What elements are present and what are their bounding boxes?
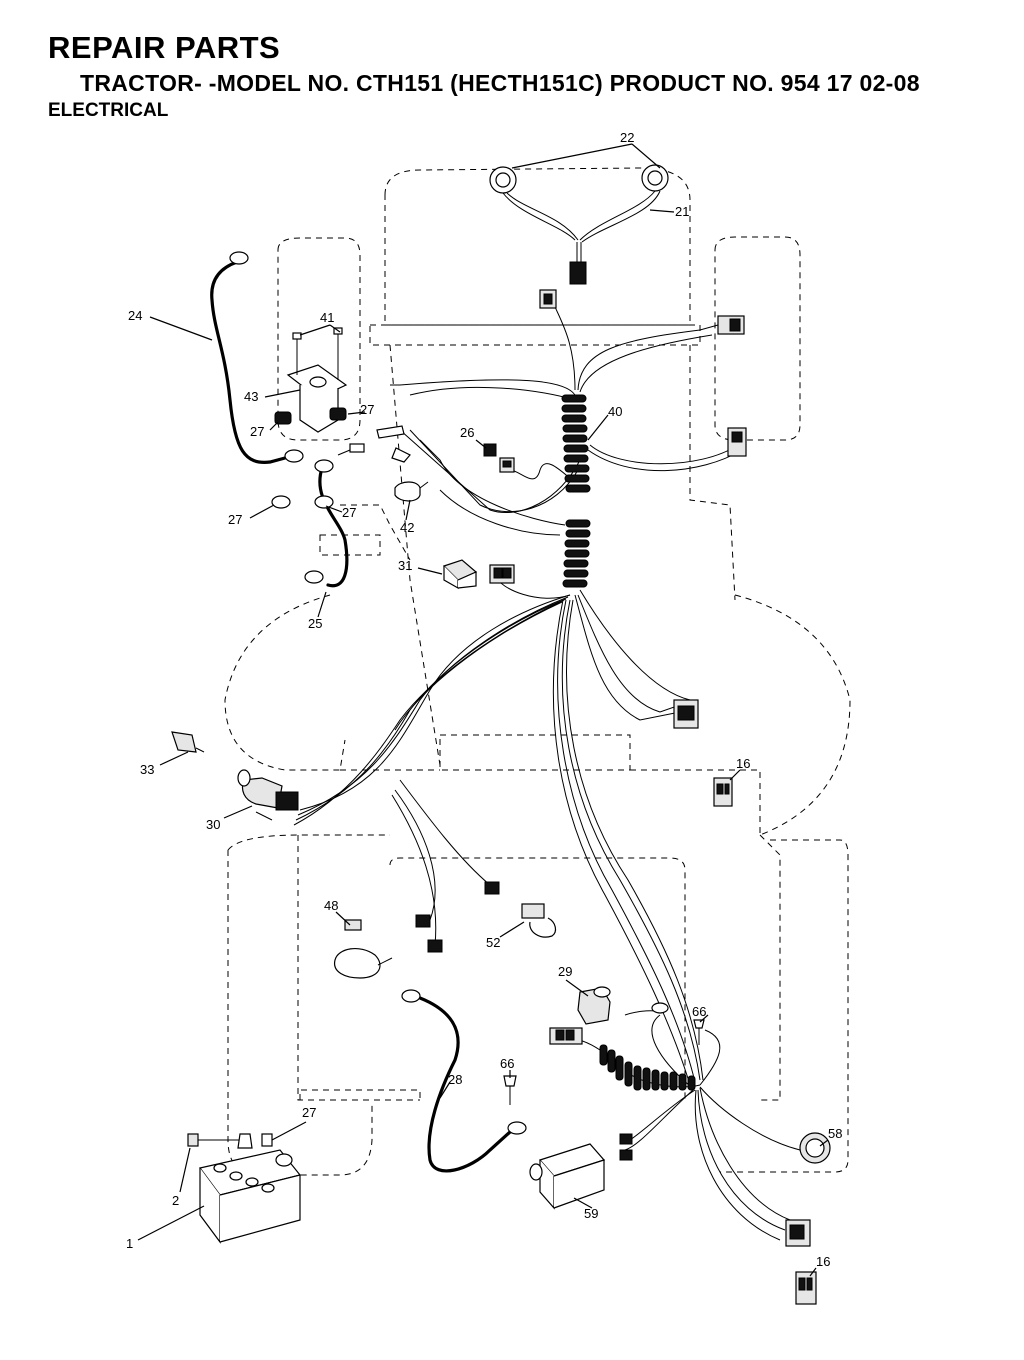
tractor-outline xyxy=(224,167,851,1176)
section-title: ELECTRICAL xyxy=(48,100,169,121)
washer-27-c xyxy=(271,495,291,509)
connector-spade-a xyxy=(484,881,500,895)
callout-30: 30 xyxy=(206,817,220,832)
callout-26: 26 xyxy=(460,425,474,440)
callout-41: 41 xyxy=(320,310,334,325)
connector-26 xyxy=(483,443,515,473)
ignition-switch-30 xyxy=(237,769,299,821)
leader-lines xyxy=(137,143,829,1277)
callout-22: 22 xyxy=(620,130,634,145)
harness-coil-lower xyxy=(562,519,591,588)
switch-16-upper xyxy=(713,777,733,807)
starter-cable-25 xyxy=(304,443,365,588)
screw-66-a xyxy=(693,1019,705,1045)
callout-28: 28 xyxy=(448,1072,462,1087)
switch-29 xyxy=(549,986,611,1045)
ignition-key-33 xyxy=(171,731,205,753)
nut-27-a xyxy=(274,411,292,425)
battery-1 xyxy=(198,1149,302,1244)
nut-27-b xyxy=(329,407,347,421)
callout-27-b: 27 xyxy=(250,424,264,439)
callout-16-a: 16 xyxy=(736,756,750,771)
connector-upper-center xyxy=(539,289,557,309)
relay-31 xyxy=(442,559,478,590)
callout-25: 25 xyxy=(308,616,322,631)
part-58-plug xyxy=(799,1132,831,1164)
callout-31: 31 xyxy=(398,558,412,573)
callout-40: 40 xyxy=(608,404,622,419)
main-wire-harness xyxy=(293,299,801,1241)
callout-59: 59 xyxy=(584,1206,598,1221)
module-59 xyxy=(529,1133,633,1210)
ground-wire xyxy=(624,1002,669,1016)
battery-cable-24 xyxy=(210,251,304,464)
callout-33: 33 xyxy=(140,762,154,777)
connector-upper-right xyxy=(717,315,745,335)
callout-labels: 22 21 24 41 43 27 27 27 27 42 40 26 31 2… xyxy=(126,130,842,1269)
connector-harness-mid xyxy=(489,564,515,584)
callout-24: 24 xyxy=(128,308,142,323)
switch-52 xyxy=(521,903,557,938)
callout-27-a: 27 xyxy=(360,402,374,417)
callout-42: 42 xyxy=(400,520,414,535)
connector-mid-right xyxy=(727,427,747,457)
headlight-assembly xyxy=(489,164,669,285)
connector-spade-c xyxy=(427,939,443,953)
callout-2: 2 xyxy=(172,1193,179,1208)
callout-27-e: 27 xyxy=(302,1105,316,1120)
callout-58: 58 xyxy=(828,1126,842,1141)
callout-21: 21 xyxy=(675,204,689,219)
model-line: TRACTOR- -MODEL NO. CTH151 (HECTH151C) P… xyxy=(80,70,920,96)
washer-27-d xyxy=(314,495,334,509)
screw-66-b xyxy=(503,1075,517,1105)
connector-spade-b xyxy=(415,914,431,928)
callout-29: 29 xyxy=(558,964,572,979)
fuse-holder-42 xyxy=(376,425,429,502)
page-title: REPAIR PARTS xyxy=(48,30,281,65)
callout-27-d: 27 xyxy=(342,505,356,520)
seat-switch-48 xyxy=(334,919,393,979)
connector-lower-right xyxy=(785,1219,811,1247)
battery-cable-28 xyxy=(401,989,527,1173)
callout-66-a: 66 xyxy=(692,1004,706,1019)
callout-48: 48 xyxy=(324,898,338,913)
callout-16-b: 16 xyxy=(816,1254,830,1269)
connector-right-mid xyxy=(673,699,699,729)
callout-43: 43 xyxy=(244,389,258,404)
harness-coil-upper xyxy=(561,394,591,493)
terminal-bolt-2 xyxy=(187,1133,273,1149)
callout-1: 1 xyxy=(126,1236,133,1251)
callout-52: 52 xyxy=(486,935,500,950)
callout-27-c: 27 xyxy=(228,512,242,527)
switch-16-lower xyxy=(795,1271,817,1305)
harness-coil-rear xyxy=(554,1037,696,1091)
callout-66-b: 66 xyxy=(500,1056,514,1071)
